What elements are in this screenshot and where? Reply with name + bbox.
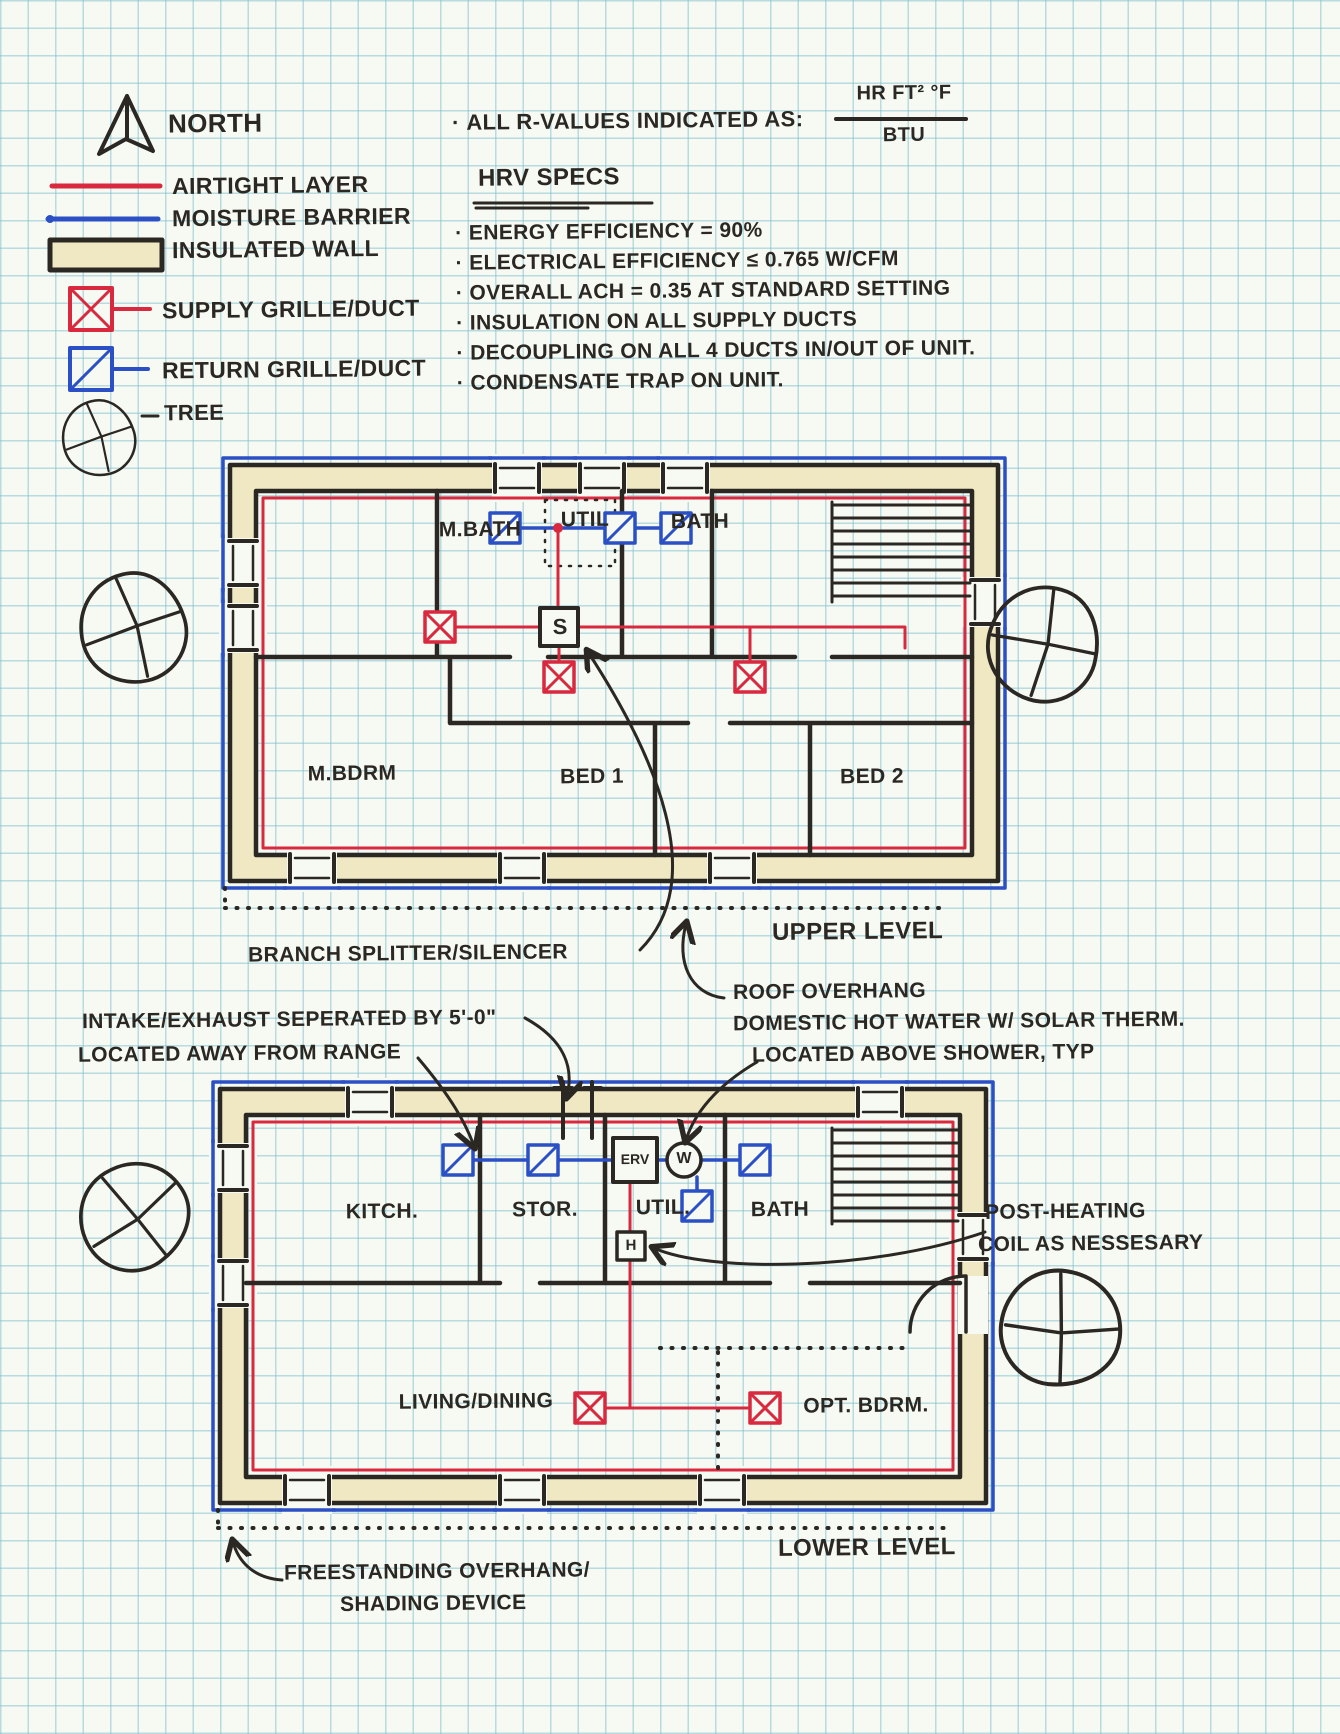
moisture-line-end xyxy=(46,215,54,223)
dhw-note-line2: LOCATED ABOVE SHOWER, TYP xyxy=(751,1040,1095,1067)
supply-grille-icon xyxy=(68,286,152,332)
hrv-spec-item: CONDENSATE TRAP ON UNIT. xyxy=(457,363,976,398)
upper-stairs xyxy=(830,500,972,604)
room-label-util-lower: UTIL. xyxy=(635,1195,691,1220)
room-label-bath-upper: BATH xyxy=(670,509,730,534)
opt-bdrm-dashed-partition xyxy=(658,1346,914,1472)
legend-insulated-label: INSULATED WALL xyxy=(171,234,380,264)
branch-splitter-arrow xyxy=(588,652,674,952)
roof-overhang-arrow xyxy=(683,924,726,1000)
upper-level-label: UPPER LEVEL xyxy=(771,917,944,946)
hot-water-label: W xyxy=(676,1149,692,1168)
freestanding-note-line2: SHADING DEVICE xyxy=(339,1591,527,1616)
lower-stairs xyxy=(830,1126,960,1226)
rvalues-note: ALL R-VALUES INDICATED AS: xyxy=(452,106,804,136)
intake-arrow xyxy=(523,1016,569,1096)
upper-supply-duct xyxy=(438,526,907,664)
room-label-bed2: BED 2 xyxy=(839,764,905,789)
lower-floor-plan xyxy=(207,1076,999,1516)
legend-airtight-label: AIRTIGHT LAYER xyxy=(171,170,369,200)
splitter-label: S xyxy=(552,613,568,640)
upper-floor-plan xyxy=(217,452,1011,894)
legend-symbols xyxy=(45,183,165,477)
hrv-title-underline xyxy=(472,201,654,210)
annotation-arrows xyxy=(233,652,987,1582)
legend-supply-label: SUPPLY GRILLE/DUCT xyxy=(161,294,420,324)
upper-roof-overhang-dashed xyxy=(223,886,950,910)
branch-splitter-box xyxy=(538,606,580,648)
tree-legend-icon xyxy=(61,399,137,477)
lower-interior-walls xyxy=(243,1112,963,1286)
branch-splitter-note: BRANCH SPLITTER/SILENCER xyxy=(247,940,569,967)
freestanding-note-line1: FREESTANDING OVERHANG/ xyxy=(283,1558,591,1585)
rvalue-numerator: HR FT² °F xyxy=(856,81,952,105)
erv-label: ERV xyxy=(620,1150,650,1168)
north-arrow-icon xyxy=(97,94,155,156)
room-label-mbdrm: M.BDRM xyxy=(307,761,397,786)
legend-return-label: RETURN GRILLE/DUCT xyxy=(161,354,427,384)
room-label-mbath: M.BATH xyxy=(438,517,522,542)
roof-overhang-note: ROOF OVERHANG xyxy=(732,978,927,1005)
range-arrow xyxy=(416,1056,474,1146)
intake-exhaust-stubs xyxy=(552,1080,603,1140)
post-heating-arrow xyxy=(654,1230,987,1264)
hrv-specs-title: HRV SPECS xyxy=(477,163,621,192)
freestanding-arrow xyxy=(233,1542,284,1582)
legend-tree-label: TREE xyxy=(163,399,225,426)
post-heating-note-line1: POST-HEATING xyxy=(984,1199,1146,1224)
tree-icon xyxy=(79,571,189,684)
hot-water-arrow xyxy=(686,1060,759,1140)
rvalue-denominator: BTU xyxy=(882,123,926,147)
erv-unit-box xyxy=(611,1136,659,1184)
legend-moisture-label: MOISTURE BARRIER xyxy=(171,202,412,232)
room-label-stor: STOR. xyxy=(511,1197,579,1222)
return-grille-icon xyxy=(68,346,150,392)
lower-overhang-dashed xyxy=(216,1508,950,1530)
room-label-kitch: KITCH. xyxy=(345,1199,419,1224)
room-label-opt-bdrm: OPT. BDRM. xyxy=(803,1393,929,1418)
hrv-spec-item: OVERALL ACH = 0.35 AT STANDARD SETTING xyxy=(456,273,975,308)
room-label-bed1: BED 1 xyxy=(559,764,625,789)
dhw-note-line1: DOMESTIC HOT WATER W/ SOLAR THERM. xyxy=(732,1007,1185,1036)
room-label-util-upper: UTIL xyxy=(560,507,610,532)
north-label: NORTH xyxy=(167,107,263,139)
post-heating-note-line2: COIL AS NESSESARY xyxy=(977,1230,1204,1257)
post-heating-coil-box xyxy=(615,1230,647,1262)
lower-supply-duct xyxy=(588,1180,752,1410)
lower-entry-door xyxy=(908,1274,988,1334)
intake-note-line2: LOCATED AWAY FROM RANGE xyxy=(77,1040,402,1067)
tree-icon xyxy=(985,1254,1136,1403)
heat-coil-label: H xyxy=(625,1236,637,1255)
intake-note-line1: INTAKE/EXHAUST SEPERATED BY 5'-0" xyxy=(81,1005,497,1034)
hrv-spec-item: DECOUPLING ON ALL 4 DUCTS IN/OUT OF UNIT… xyxy=(456,333,975,368)
upper-interior-walls xyxy=(253,488,975,858)
room-label-bath-lower: BATH xyxy=(750,1197,810,1222)
room-label-living: LIVING/DINING xyxy=(398,1389,554,1414)
lower-level-label: LOWER LEVEL xyxy=(777,1533,956,1562)
hrv-specs-list: ENERGY EFFICIENCY = 90% ELECTRICAL EFFIC… xyxy=(455,213,976,398)
tree-icon xyxy=(64,1146,207,1287)
insulated-wall-swatch-icon xyxy=(47,237,165,273)
